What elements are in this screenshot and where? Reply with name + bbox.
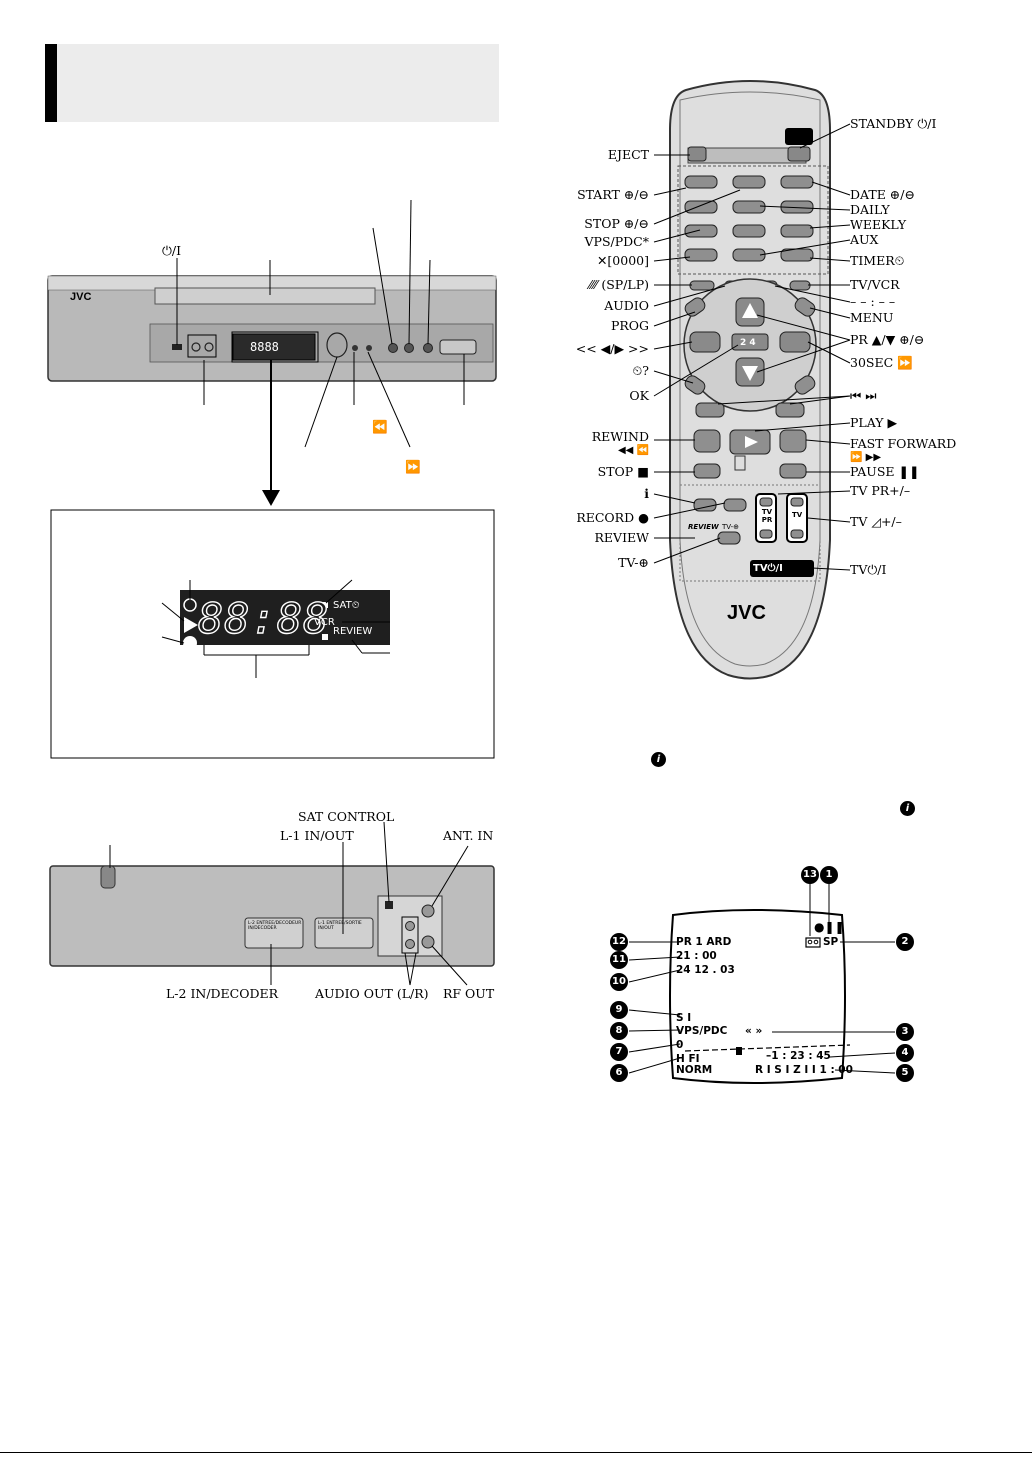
callout-1: 1 [820, 866, 838, 884]
callout-2: 2 [896, 933, 914, 951]
display-vcr-label: VCR [314, 617, 335, 628]
remote-btn-tvvol[interactable]: TV [792, 511, 803, 519]
callout-7: 7 [610, 1043, 628, 1061]
remote-callout-lines [653, 123, 851, 571]
rear-scart-l2: L-2 ENTREE/DECODEUR IN/DECODER [248, 921, 302, 931]
page-bottom-rule [0, 1452, 1032, 1453]
section-title-box [45, 44, 499, 122]
front-fastforward-icon: ⏩ [405, 459, 421, 474]
rear-audio-out-label: AUDIO OUT (L/R) [315, 986, 429, 1001]
osd-row-time: 21 : 00 [676, 950, 717, 962]
remote-label-splp: ⁄⁄⁄⁄ (SP/LP) [589, 277, 649, 292]
remote-label-rewind-icons: ◀◀ ⏪ [617, 445, 649, 456]
callout-6: 6 [610, 1064, 628, 1082]
callout-3: 3 [896, 1023, 914, 1041]
callout-9: 9 [610, 1001, 628, 1019]
remote-label-vps: VPS/PDC* [584, 234, 649, 249]
remote-label-timer-check: ⏲? [632, 363, 649, 378]
remote-label-ff: FAST FORWARD [850, 436, 957, 451]
remote-body [669, 80, 831, 680]
remote-label-audio: AUDIO [604, 298, 649, 313]
remote-label-tvpower: TV⏻/I [850, 562, 887, 577]
remote-label-30sec: 30SEC ⏩ [850, 355, 913, 370]
remote-label-info: ℹ [644, 486, 649, 501]
remote-label-skip-index: ⏮ ⏭ [850, 388, 877, 403]
vcr-front-panel [47, 199, 497, 506]
remote-btn-review[interactable]: REVIEW [688, 523, 719, 531]
osd-row-zero: 0 [676, 1039, 684, 1051]
osd-row-channel: PR 1 ARD [676, 936, 732, 948]
remote-label-standby: STANDBY ⏻/I [850, 116, 937, 131]
remote-label-ff-icons: ⏩ ▶▶ [850, 452, 882, 463]
remote-label-pause: PAUSE ❚❚ [850, 464, 920, 479]
osd-sp: SP [823, 936, 839, 948]
osd-callout-lines [628, 882, 896, 1074]
remote-label-tvvol: TV ◿+/– [850, 514, 902, 529]
remote-label-stop: STOP ■ [597, 464, 649, 479]
display-sat-label: SAT⏲ [333, 600, 360, 611]
callout-11: 11 [610, 951, 628, 969]
remote-label-record: RECORD ● [576, 510, 649, 525]
remote-label-clock: – – : – – [850, 294, 896, 309]
remote-label-daily: DAILY [850, 202, 890, 217]
callout-5: 5 [896, 1064, 914, 1082]
remote-label-tvpr: TV PR+/– [850, 483, 911, 498]
remote-btn-tvpr[interactable]: TV PR [761, 508, 773, 524]
info-icon: i [651, 752, 666, 767]
front-rewind-icon: ⏪ [372, 419, 388, 434]
remote-label-tvav: TV-⊕ [618, 555, 649, 570]
remote-btn-tvav[interactable]: TV-⊕ [722, 523, 740, 531]
remote-label-ok: OK [629, 388, 649, 403]
osd-transport: « » [745, 1025, 763, 1037]
remote-jvc-logo: JVC [727, 602, 766, 624]
osd-row-vps: VPS/PDC [676, 1025, 728, 1037]
rear-sat-control-label: SAT CONTROL [298, 809, 395, 824]
remote-label-timer: TIMER⏲ [850, 253, 905, 268]
remote-label-prog: PROG [610, 318, 649, 333]
osd-row-date: 24 12 . 03 [676, 964, 735, 976]
osd-remain: R I S I Z I I 1 : 00 [755, 1064, 853, 1076]
osd-row-hifi: H FI [676, 1053, 700, 1065]
rear-l2-label: L-2 IN/DECODER [166, 986, 279, 1001]
osd-row-s: S I [676, 1012, 692, 1024]
display-window-box [50, 509, 495, 759]
remote-label-date: DATE ⊕/⊖ [850, 187, 915, 202]
remote-btn-tvpower[interactable]: TV⏻/I [753, 563, 783, 574]
remote-label-start: START ⊕/⊖ [577, 187, 649, 202]
callout-12: 12 [610, 933, 628, 951]
remote-label-pr: PR ▲/▼ ⊕/⊖ [850, 332, 925, 347]
remote-label-weekly: WEEKLY [850, 217, 907, 232]
front-mini-display: 8888 [250, 340, 279, 354]
remote-label-review: REVIEW [594, 530, 649, 545]
osd-record-pause: ●❚❚ [814, 920, 845, 934]
remote-label-skip: << ◀/▶ >> [575, 341, 649, 356]
osd-counter: –1 : 23 : 45 [766, 1050, 831, 1062]
vcr-rear-panel [49, 821, 495, 986]
remote-label-tvvcr: TV/VCR [850, 277, 900, 292]
rear-l1-label: L-1 IN/OUT [280, 828, 354, 843]
osd-row-norm: NORM [676, 1064, 713, 1076]
callout-4: 4 [896, 1044, 914, 1062]
callout-13: 13 [801, 866, 819, 884]
remote-label-eject: EJECT [607, 147, 649, 162]
rear-rf-out-label: RF OUT [443, 986, 495, 1001]
front-power-label: ⏻/I [162, 243, 182, 258]
remote-label-aux: AUX [850, 232, 879, 247]
osd-screen-frame [669, 909, 851, 1084]
remote-label-menu: MENU [850, 310, 894, 325]
rear-ant-in-label: ANT. IN [443, 828, 494, 843]
remote-label-rewind: REWIND [591, 429, 649, 444]
callout-10: 10 [610, 973, 628, 991]
remote-btn-ok-num[interactable]: 2 4 [740, 338, 756, 348]
info-icon-2: i [900, 801, 915, 816]
callout-8: 8 [610, 1022, 628, 1040]
front-jvc-logo: JVC [70, 291, 92, 303]
remote-label-stop-timer: STOP ⊕/⊖ [584, 216, 649, 231]
remote-label-play: PLAY ▶ [850, 415, 898, 430]
display-review-label: REVIEW [333, 626, 373, 637]
remote-label-cancel: ✕[0000] [596, 253, 649, 268]
display-digits: 88:88 [197, 593, 330, 643]
rear-scart-l1: L-1 ENTREE/SORTIE IN/OUT [318, 921, 362, 931]
